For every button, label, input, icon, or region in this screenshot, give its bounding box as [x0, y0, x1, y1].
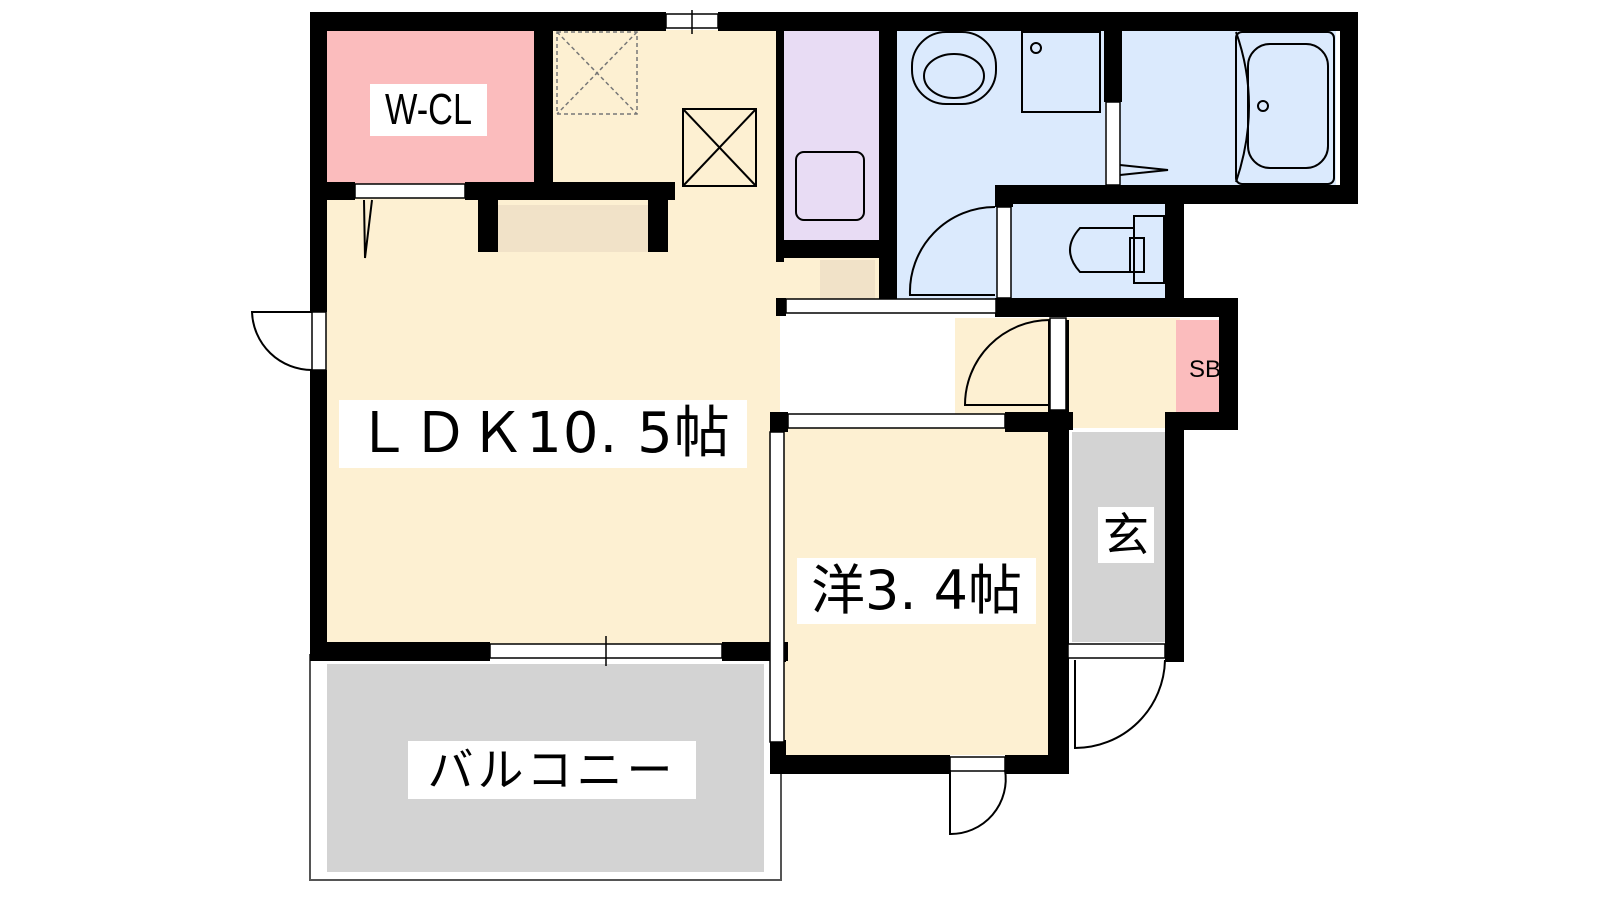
toilet-door-frame	[996, 206, 1012, 299]
shoe-box-label: SB	[1188, 356, 1221, 383]
wall-right-top	[1340, 12, 1358, 204]
toilet-icon	[1069, 215, 1165, 284]
bathroom-floor	[1118, 30, 1336, 190]
wall-entry-left	[1048, 320, 1069, 765]
sink-basin-icon	[911, 31, 997, 105]
door-swing-left	[250, 311, 313, 371]
wall-toilet-right	[1165, 185, 1184, 305]
wash-door-frame	[1105, 101, 1121, 186]
wall-toilet-left	[995, 185, 1013, 207]
fridge-cross-b	[556, 31, 638, 115]
ldk-label: ＬＤＫ10. 5帖	[339, 400, 747, 468]
wall-closet-bottom-b	[465, 182, 675, 200]
balcony-label: バルコニー	[408, 741, 696, 799]
door-swing-bath	[1119, 164, 1169, 176]
washer-drain	[1030, 42, 1042, 54]
wall-western-bottom	[770, 755, 950, 774]
wall-western-bottom-b	[1005, 755, 1069, 774]
wall-closet-bottom	[310, 182, 355, 200]
door-swings	[250, 164, 1169, 836]
wall-sb-right	[1219, 298, 1238, 430]
western-window-frame	[949, 756, 1006, 772]
wall-storage-left	[776, 12, 784, 262]
bathroom-curve	[1235, 31, 1250, 183]
door-swing-western	[949, 769, 1007, 836]
windows	[311, 10, 1166, 772]
wall-closet-right	[534, 12, 553, 184]
hall-door-frame	[1049, 317, 1067, 411]
small-cabinet	[820, 260, 875, 302]
fridge-space	[556, 31, 638, 115]
washing-machine-icon	[1021, 31, 1101, 113]
ventilation-box	[682, 108, 757, 187]
walls	[310, 12, 1358, 774]
wall-toilet-bottom	[995, 298, 1235, 317]
sliding-door-kitchen	[785, 298, 997, 314]
wall-counter-left	[478, 182, 498, 252]
kitchen-counter	[498, 205, 648, 252]
western-room-label: 洋3. 4帖	[797, 558, 1036, 624]
vent-cross-b	[682, 108, 757, 187]
entry-door-frame	[1067, 643, 1166, 659]
wall-wash-divider	[1104, 12, 1122, 102]
toilet-tank	[1129, 237, 1145, 273]
door-swing-entry	[1074, 659, 1166, 750]
sliding-door-western	[787, 413, 1006, 429]
bathtub-drain	[1257, 100, 1269, 112]
wall-counter-right	[648, 182, 668, 252]
washer-icon	[795, 151, 865, 221]
wall-top-left	[310, 12, 666, 31]
wall-kitchen-bottom	[776, 298, 786, 316]
shoe-box	[1176, 320, 1219, 415]
door-swing-hall	[963, 319, 1051, 406]
sink-bowl	[923, 53, 985, 99]
wall-entry-right	[1165, 412, 1184, 662]
window-left	[311, 311, 327, 371]
washroom-floor	[895, 30, 1105, 190]
wall-wet-left	[879, 12, 897, 312]
wall-western-left-b	[770, 740, 786, 774]
sliding-door-ldk	[769, 431, 785, 743]
wall-left-lower	[310, 370, 327, 660]
wall-western-top-a	[770, 412, 788, 432]
wall-ldk-bottom-a	[310, 642, 490, 661]
wall-western-top-b	[1005, 412, 1053, 432]
door-swing-washroom	[908, 206, 996, 296]
closet-door-frame	[354, 183, 466, 199]
wall-left	[310, 12, 327, 312]
bathtub-icon	[1235, 31, 1335, 185]
wall-storage-bottom	[776, 240, 880, 258]
door-swing-closet	[363, 199, 373, 259]
entrance-label: 玄	[1098, 507, 1154, 563]
toilet-hall-floor	[895, 190, 1010, 302]
walk-in-closet-label: W-CL	[370, 84, 487, 136]
toilet-floor	[1010, 204, 1165, 299]
wall-top-mid	[718, 12, 1358, 31]
